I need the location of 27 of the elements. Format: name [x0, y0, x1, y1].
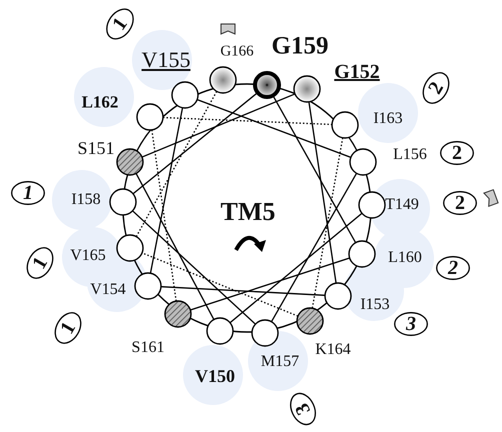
residue-label: V165: [70, 248, 106, 264]
residue-label: T149: [385, 197, 419, 213]
residue-label: V150: [195, 367, 235, 385]
numbered-oval: 2: [442, 190, 478, 216]
residue-label: L162: [82, 94, 118, 110]
numbered-oval: 2: [421, 71, 451, 105]
residue-label: L156: [393, 147, 427, 163]
numbered-oval: 1: [105, 7, 135, 41]
residue-label: M157: [260, 354, 300, 370]
residue-label: S151: [78, 139, 114, 157]
residue-label: S161: [132, 340, 164, 356]
numbered-oval: 1: [25, 246, 55, 280]
numbered-oval: 2: [439, 140, 475, 166]
residue-label: V154: [90, 282, 126, 298]
residue-label: L160: [388, 250, 422, 266]
residue-label: G159: [272, 34, 328, 58]
numbered-oval: 3: [288, 391, 318, 427]
residue-label: G166: [220, 44, 254, 60]
residue-label: I158: [71, 192, 101, 208]
numbered-oval: 3: [393, 311, 429, 337]
residue-label: V155: [142, 49, 190, 71]
residue-label: I163: [373, 111, 403, 127]
residue-label: K164: [315, 342, 351, 358]
numbered-oval: 1: [10, 180, 46, 206]
residue-label: G152: [334, 62, 380, 82]
numbered-oval: 1: [53, 311, 83, 345]
numbered-oval: 2: [435, 255, 471, 281]
